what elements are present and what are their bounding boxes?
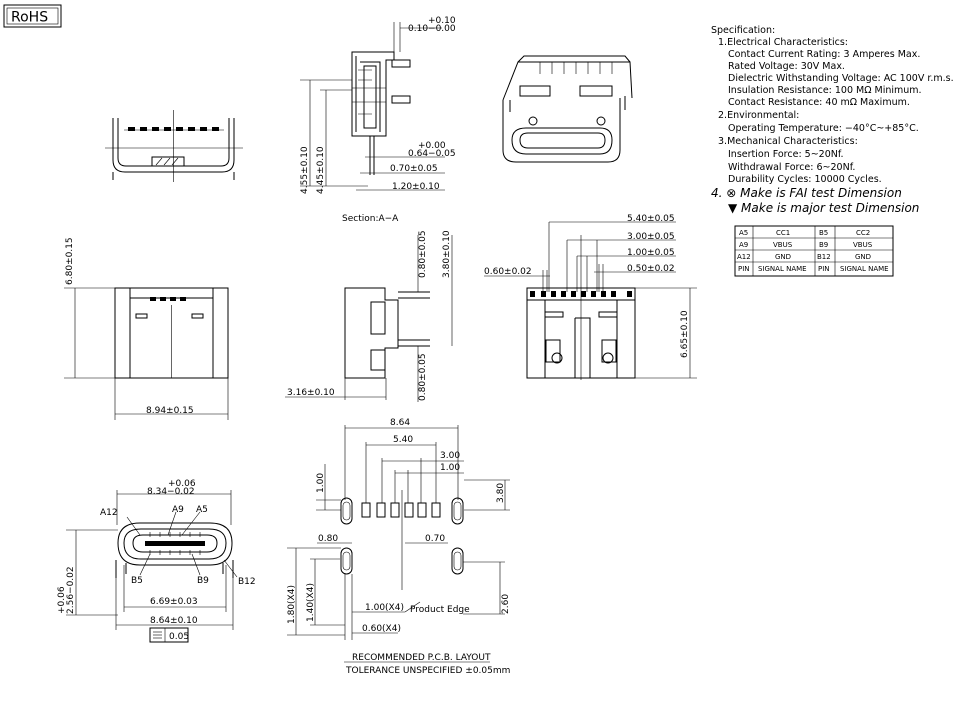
svg-text:3.80±0.10: 3.80±0.10 <box>442 230 452 278</box>
svg-text:GND: GND <box>855 253 871 261</box>
svg-text:B9: B9 <box>819 241 828 249</box>
svg-text:B5: B5 <box>819 229 828 237</box>
svg-text:TOLERANCE UNSPECIFIED ±0.05mm: TOLERANCE UNSPECIFIED ±0.05mm <box>345 666 510 676</box>
svg-text:3.80: 3.80 <box>496 483 506 503</box>
fai-note: 4. ⊗ Make is FAI test Dimension <box>711 186 902 200</box>
svg-text:0.80±0.05: 0.80±0.05 <box>418 353 428 401</box>
svg-text:Product Edge: Product Edge <box>410 605 470 615</box>
svg-text:Dielectric Withstanding Voltag: Dielectric Withstanding Voltage: AC 100V… <box>728 73 954 84</box>
pin-table: A5 CC1 B5 CC2 A9 VBUS B9 VBUS A12 GND B1… <box>734 225 894 277</box>
svg-text:Contact Current Rating: 3 Ampe: Contact Current Rating: 3 Amperes Max. <box>728 49 920 60</box>
svg-text:0.70±0.05: 0.70±0.05 <box>390 164 438 174</box>
svg-text:1.00±0.05: 1.00±0.05 <box>627 248 675 258</box>
svg-text:3.00: 3.00 <box>440 451 460 461</box>
svg-text:2.60: 2.60 <box>501 594 511 614</box>
svg-text:1.00(X4): 1.00(X4) <box>365 603 404 613</box>
side-view-center: 0.80±0.05 3.80±0.10 0.80±0.05 3.16±0.10 <box>285 230 453 402</box>
svg-text:+0.06: +0.06 <box>57 586 67 614</box>
svg-text:+0.10: +0.10 <box>428 16 456 26</box>
svg-text:Withdrawal Force: 6~20Nf.: Withdrawal Force: 6~20Nf. <box>728 162 855 173</box>
svg-text:1.00: 1.00 <box>440 463 460 473</box>
svg-text:PIN: PIN <box>818 265 830 273</box>
spec-title: Specification: <box>711 25 775 36</box>
svg-text:3.00±0.05: 3.00±0.05 <box>627 232 675 242</box>
isometric-view <box>502 55 633 163</box>
svg-text:0.80±0.05: 0.80±0.05 <box>418 230 428 278</box>
svg-text:0.10−0.00: 0.10−0.00 <box>408 24 456 34</box>
svg-text:4.45±0.10: 4.45±0.10 <box>316 146 326 194</box>
svg-text:6.69±0.03: 6.69±0.03 <box>150 597 198 607</box>
svg-text:2.Environmental:: 2.Environmental: <box>718 110 799 121</box>
svg-text:0.50±0.02: 0.50±0.02 <box>627 264 675 274</box>
svg-text:8.64±0.10: 8.64±0.10 <box>150 616 198 626</box>
svg-text:CC2: CC2 <box>856 229 870 237</box>
svg-text:Contact Resistance: 40 mΩ Maxi: Contact Resistance: 40 mΩ Maximum. <box>728 97 910 108</box>
svg-text:A5: A5 <box>739 229 748 237</box>
svg-text:2.56−0.02: 2.56−0.02 <box>66 566 76 614</box>
svg-text:6.80±0.15: 6.80±0.15 <box>65 237 75 285</box>
svg-text:A12: A12 <box>100 508 118 518</box>
svg-text:6.65±0.10: 6.65±0.10 <box>680 310 690 358</box>
svg-text:RECOMMENDED P.C.B. LAYOUT: RECOMMENDED P.C.B. LAYOUT <box>352 653 491 663</box>
svg-text:0.80: 0.80 <box>318 534 338 544</box>
svg-text:4.55±0.10: 4.55±0.10 <box>300 146 310 194</box>
svg-text:0.60±0.02: 0.60±0.02 <box>484 267 532 277</box>
section-a-a-view: +0.10 0.10−0.00 4.55±0.10 4.45±0.10 +0.0… <box>300 16 456 224</box>
svg-text:SIGNAL NAME: SIGNAL NAME <box>758 265 807 273</box>
bottom-view-right: 5.40±0.05 3.00±0.05 1.00±0.05 0.50±0.02 … <box>484 214 697 380</box>
svg-text:0.05: 0.05 <box>169 632 189 642</box>
svg-text:5.40±0.05: 5.40±0.05 <box>627 214 675 224</box>
top-view-left: 6.80±0.15 8.94±0.15 <box>64 237 229 420</box>
pcb-layout-view: 8.64 5.40 3.00 1.00 1.00 <box>287 418 511 676</box>
svg-text:A12: A12 <box>737 253 751 261</box>
svg-text:Operating Temperature: −40°C~+: Operating Temperature: −40°C~+85°C. <box>728 123 919 134</box>
svg-text:+0.06: +0.06 <box>168 479 196 489</box>
svg-text:3.Mechanical Characteristics:: 3.Mechanical Characteristics: <box>718 136 858 147</box>
svg-text:Insulation Resistance: 100 MΩ: Insulation Resistance: 100 MΩ Minimum. <box>728 85 922 96</box>
major-note: ▼ Make is major test Dimension <box>728 201 919 215</box>
svg-text:0.60(X4): 0.60(X4) <box>362 624 401 634</box>
svg-text:8.34−0.02: 8.34−0.02 <box>147 487 195 497</box>
svg-text:B12: B12 <box>817 253 831 261</box>
svg-text:RoHS: RoHS <box>11 10 48 26</box>
svg-text:B5: B5 <box>131 576 143 586</box>
svg-text:1.20±0.10: 1.20±0.10 <box>392 182 440 192</box>
svg-text:Insertion Force: 5~20Nf.: Insertion Force: 5~20Nf. <box>728 149 844 160</box>
svg-text:VBUS: VBUS <box>853 241 873 249</box>
svg-text:1.00: 1.00 <box>316 473 326 493</box>
svg-text:A5: A5 <box>196 505 208 515</box>
front-view-bottom-left: +0.06 8.34−0.02 A12 A9 A5 B5 B9 B12 +0.0… <box>57 479 256 643</box>
svg-text:CC1: CC1 <box>776 229 790 237</box>
svg-text:VBUS: VBUS <box>773 241 793 249</box>
svg-text:Rated Voltage: 30V Max.: Rated Voltage: 30V Max. <box>728 61 845 72</box>
svg-text:0.64−0.05: 0.64−0.05 <box>408 149 456 159</box>
specification-block: Specification: 1.Electrical Characterist… <box>711 25 954 215</box>
svg-text:0.70: 0.70 <box>425 534 445 544</box>
rohs-badge: RoHS <box>3 4 62 28</box>
svg-text:Section:A−A: Section:A−A <box>342 214 399 224</box>
svg-text:Durability Cycles: 10000 Cycle: Durability Cycles: 10000 Cycles. <box>728 174 882 185</box>
svg-text:5.40: 5.40 <box>393 435 413 445</box>
svg-text:8.64: 8.64 <box>390 418 410 428</box>
svg-text:+0.00: +0.00 <box>418 141 446 151</box>
svg-text:A9: A9 <box>172 505 184 515</box>
svg-text:PIN: PIN <box>738 265 750 273</box>
svg-text:1.80(X4): 1.80(X4) <box>287 585 297 624</box>
svg-text:B9: B9 <box>197 576 209 586</box>
svg-text:A9: A9 <box>739 241 748 249</box>
svg-text:8.94±0.15: 8.94±0.15 <box>146 406 194 416</box>
front-view-top-left <box>105 110 243 182</box>
svg-text:1.40(X4): 1.40(X4) <box>306 583 316 622</box>
svg-text:B12: B12 <box>238 577 256 587</box>
svg-text:SIGNAL NAME: SIGNAL NAME <box>840 265 889 273</box>
svg-text:GND: GND <box>775 253 791 261</box>
svg-text:1.Electrical Characteristics:: 1.Electrical Characteristics: <box>718 37 848 48</box>
svg-text:3.16±0.10: 3.16±0.10 <box>287 388 335 398</box>
